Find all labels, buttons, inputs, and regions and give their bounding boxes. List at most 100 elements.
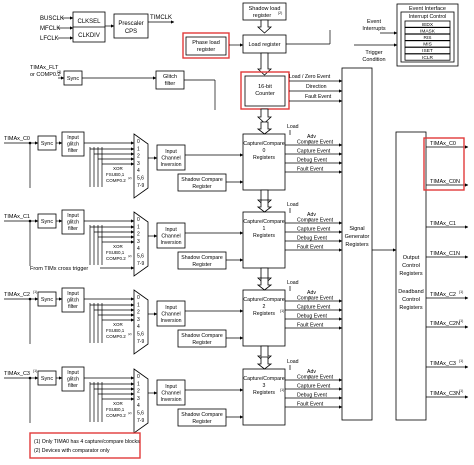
cc-event-label: Capture Event — [297, 149, 331, 155]
shadow-compare-label: Shadow Compare — [181, 412, 223, 418]
channel-sync-label: Sync — [41, 297, 53, 303]
event-interface-title: Event Interface — [409, 6, 446, 12]
mux-input-label: 5,6 — [137, 411, 144, 417]
cc-event-label: Fault Event — [297, 323, 324, 329]
generator-blocks: Signal Generator Registers Output Contro… — [341, 67, 427, 421]
cc-event-label: Fault Event — [297, 167, 324, 173]
counter-section: TIMAx_FLT or COMP0.2 (2) Sync Glitch fil… — [30, 65, 343, 124]
input-channel-inversion-block — [156, 144, 186, 171]
shadow-compare-label-2: Register — [192, 184, 212, 190]
load-label: Load — [287, 202, 299, 208]
shadow-compare-register — [177, 173, 227, 192]
output-pin: TIMAx_C2(1) — [426, 290, 469, 300]
channel-input-label: TIMAx_C0 — [4, 136, 30, 142]
counter-block — [244, 75, 286, 107]
inversion-label: Input — [165, 149, 177, 155]
prescaler-sub-label: CPS — [125, 29, 137, 35]
mux-input-label: 4 — [137, 168, 140, 174]
ccr-label-reg: Registers — [253, 233, 275, 239]
channel-sync-label: Sync — [41, 376, 53, 382]
deadband-control-label: Deadband — [398, 289, 423, 295]
output-pin-label: TIMAx_C3N — [430, 391, 460, 397]
output-pin: TIMAx_C3(1) — [426, 359, 469, 369]
channel-input-sup: (1) — [33, 290, 37, 294]
capture-compare-register — [242, 368, 286, 426]
output-pin-label: TIMAx_C1 — [430, 221, 456, 227]
cc-event-label: Compare Event — [297, 375, 334, 381]
adv-label: Adv — [307, 290, 316, 296]
input-glitch-label-2: glitch — [67, 142, 79, 148]
cc-event-label: Fault Event — [297, 402, 324, 408]
prescaler-block — [113, 13, 149, 39]
inversion-label-3: Inversion — [160, 397, 181, 403]
channel-input-sup: (1) — [33, 369, 37, 373]
input-mux — [133, 133, 149, 199]
mux-input-label: 4 — [137, 324, 140, 330]
output-pin-sup: (1) — [459, 359, 463, 363]
channel-2: TIMAx_C2(1)SyncInputglitchfilter012345,6… — [4, 277, 343, 363]
mux-input-label: 4 — [137, 246, 140, 252]
inversion-label: Input — [165, 305, 177, 311]
mux-input-label: 2 — [137, 310, 140, 316]
counter-signal-load-zero: Load / Zero Event — [289, 74, 331, 80]
mux-input-label: 3 — [137, 396, 140, 402]
phase-load-register — [185, 36, 227, 56]
xor-label-fsub: FSUB0,1 — [106, 250, 125, 255]
cc-event-label: Compare Event — [297, 218, 334, 224]
cc-event-label: Capture Event — [297, 227, 331, 233]
ccr-label-reg: Registers — [253, 311, 275, 317]
xor-label-comp: COMP0.2 — [106, 413, 126, 418]
output-pin: TIMAx_C3N(1) — [426, 389, 469, 399]
output-pin-label: TIMAx_C0N — [430, 179, 460, 185]
timax-flt-sup: (2) — [57, 70, 61, 74]
ccr-label: Capture/Compare — [243, 297, 284, 303]
inversion-label: Input — [165, 384, 177, 390]
load-label: Load — [287, 359, 299, 365]
cc-event-label: Compare Event — [297, 296, 334, 302]
inversion-label-2: Channel — [161, 391, 180, 397]
trigger-condition-label-2: Condition — [362, 57, 385, 63]
ccr-label-reg: Registers — [253, 155, 275, 161]
input-glitch-label-3: filter — [68, 383, 78, 389]
shadow-compare-register — [177, 251, 227, 270]
xor-label-fsub: FSUB0,1 — [106, 328, 125, 333]
clock-input-lfclk: LFCLK — [40, 36, 59, 42]
mux-input-label: 4 — [137, 403, 140, 409]
xor-label: XOR — [113, 166, 124, 171]
xor-sup: (2) — [128, 254, 132, 258]
deadband-control-label-2: Control — [402, 297, 420, 303]
mux-input-label: 2 — [137, 389, 140, 395]
interrupt-register-label: IMASK — [420, 28, 436, 34]
xor-label-comp: COMP0.2 — [106, 334, 126, 339]
cross-trigger-label: From TIMx cross trigger — [30, 266, 88, 272]
interrupt-register-cell — [404, 53, 451, 61]
cc-event-label: Debug Event — [297, 158, 328, 164]
interrupt-register-label: RIS — [424, 35, 432, 41]
cc-event-label: Fault Event — [297, 245, 324, 251]
interrupt-register-label: IEDX — [422, 22, 434, 28]
channel-sync-label: Sync — [41, 141, 53, 147]
clksel-label: CLKSEL — [77, 19, 101, 25]
input-glitch-filter-block — [61, 131, 85, 157]
mux-input-label: 5,6 — [137, 254, 144, 260]
output-c0-highlight — [423, 137, 465, 191]
event-interrupts-label: Event — [367, 19, 382, 25]
mux-input-label: 5,6 — [137, 176, 144, 182]
output-pin: TIMAx_C0N — [426, 179, 469, 187]
xor-label: XOR — [113, 244, 124, 249]
input-glitch-label: Input — [67, 291, 79, 297]
cc-event-label: Debug Event — [297, 314, 328, 320]
signal-generator-label-3: Registers — [345, 242, 368, 248]
shadow-compare-label: Shadow Compare — [181, 177, 223, 183]
mux-input-label: 5,6 — [137, 332, 144, 338]
mux-input-label: 7-9 — [137, 339, 144, 345]
inversion-label-2: Channel — [161, 156, 180, 162]
xor-sup: (2) — [128, 411, 132, 415]
ccr-label-num: 0 — [263, 148, 266, 154]
mux-input-label: 7-9 — [137, 183, 144, 189]
cc-event-label: Capture Event — [297, 384, 331, 390]
mux-input-label: 0 — [137, 295, 140, 301]
timclk-label: TIMCLK — [150, 15, 172, 21]
